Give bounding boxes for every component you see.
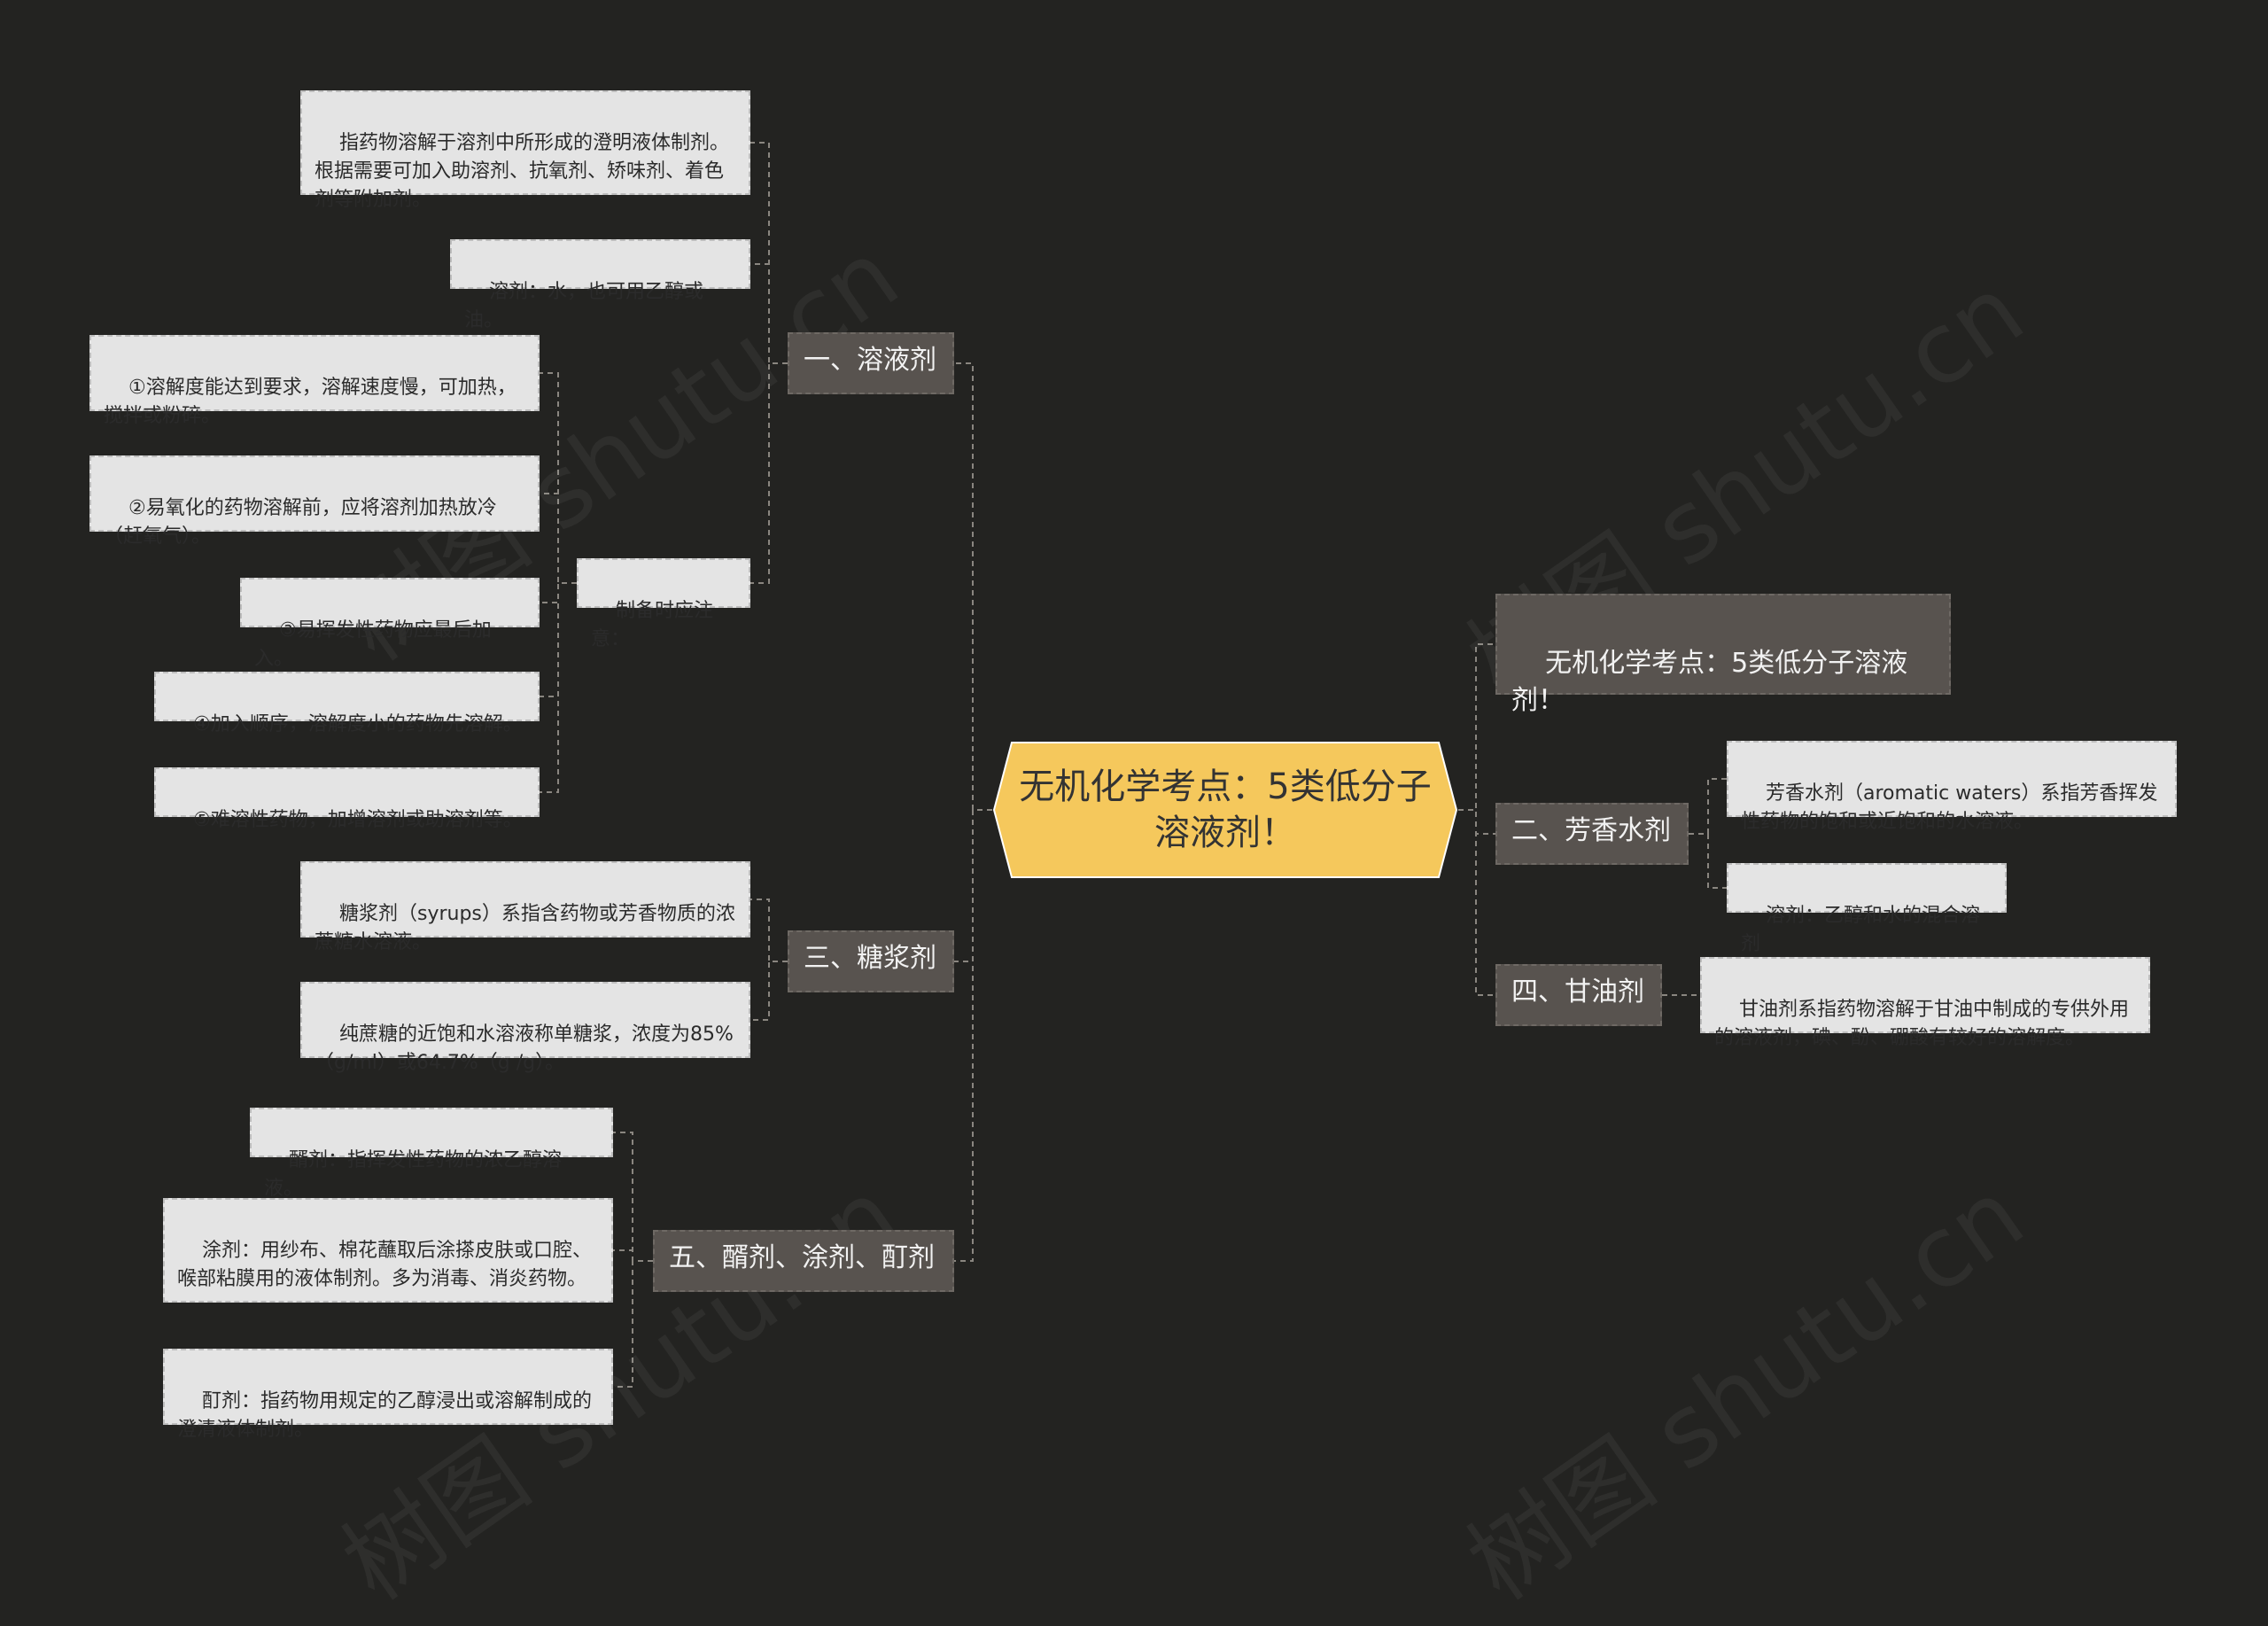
connector-branch-spirits-paints-tinctures [954,809,992,1262]
leaf-note-2[interactable]: ②易氧化的药物溶解前，应将溶剂加热放冷（赶氧气）。 [89,455,540,548]
central-topic-label: 无机化学考点：5类低分子溶液剂！ [1019,766,1432,853]
connector-leaf-paints [613,1249,653,1262]
branch-solution[interactable]: 一、溶液剂 [788,332,954,394]
branch-aromatic-water[interactable]: 二、芳香水剂 [1495,803,1689,865]
leaf-note-4[interactable]: ④加入顺序，溶解度小的药物先溶解。 [154,672,540,735]
connector-leaf-solution-definition [750,142,788,364]
connector-leaf-note-2 [540,493,577,584]
leaf-paints[interactable]: 涂剂：用纱布、棉花蘸取后涂搽皮肤或口腔、喉部粘膜用的液体制剂。多为消毒、消炎药物… [163,1198,613,1303]
connector-floating-topic [1458,643,1495,811]
leaf-aromatic-definition[interactable]: 芳香水剂（aromatic waters）系指芳香挥发性药物的饱和或近饱和的水溶… [1727,741,2177,833]
connector-leaf-aromatic-solvent [1689,833,1727,889]
connector-branch-glycerin [1458,809,1495,996]
leaf-spirits[interactable]: 醑剂：指挥发性药物的浓乙醇溶液。 [250,1108,613,1200]
branch-spirits-paints-tinctures[interactable]: 五、醑剂、涂剂、酊剂 [653,1230,954,1292]
branch-label: 五、醑剂、涂剂、酊剂 [669,1242,935,1273]
connector-leaf-aromatic-definition [1689,778,1727,835]
branch-glycerin[interactable]: 四、甘油剂 [1495,964,1662,1026]
leaf-tinctures[interactable]: 酊剂：指药物用规定的乙醇浸出或溶解制成的澄清液体制剂。 [163,1349,613,1441]
connector-leaf-note-4 [540,582,577,697]
branch-label: 四、甘油剂 [1511,976,1644,1007]
branch-label: 三、糖浆剂 [804,943,936,974]
connector-leaf-tinctures [613,1260,653,1388]
branch-label: 二、芳香水剂 [1511,815,1671,846]
branch-syrup[interactable]: 三、糖浆剂 [788,930,954,992]
mind-map-canvas: 树图 shutu.cn 树图 shutu.cn 树图 shutu.cn 树图 s… [89,90,2177,1622]
connector-branch-solution [954,362,992,811]
floating-topic[interactable]: 无机化学考点：5类低分子溶液剂！ [1495,594,1951,716]
leaf-syrup-definition[interactable]: 糖浆剂（syrups）系指含药物或芳香物质的浓蔗糖水溶液。 [300,861,750,953]
leaf-note-1[interactable]: ①溶解度能达到要求，溶解速度慢，可加热，搅拌或粉碎。 [89,335,540,427]
connector-leaf-note-5 [540,582,577,793]
leaf-glycerin-definition[interactable]: 甘油剂系指药物溶解于甘油中制成的专供外用的溶液剂，碘、酚、硼酸有较好的溶解度。 [1700,957,2150,1049]
connector-leaf-syrup-definition [750,899,788,962]
leaf-preparation-notes[interactable]: 制备时应注意： [577,558,750,650]
connector-leaf-spirits [613,1132,653,1262]
connector-leaf-note-1 [540,372,577,584]
connector-lines [540,142,1727,1388]
connector-leaf-preparation-notes [750,362,788,584]
leaf-note-3[interactable]: ③易挥发性药物应最后加入。 [240,578,540,670]
leaf-note-5[interactable]: ⑤难溶性药物，加增溶剂或助溶剂等。 [154,767,540,831]
leaf-aromatic-solvent[interactable]: 溶剂：乙醇和水的混合溶剂 [1727,863,2007,955]
leaf-solution-definition[interactable]: 指药物溶解于溶剂中所形成的澄明液体制剂。根据需要可加入助溶剂、抗氧剂、矫味剂、着… [300,90,750,211]
connector-leaf-simple-syrup [750,961,788,1021]
connector-leaf-solution-solvent [750,263,788,364]
branch-label: 一、溶液剂 [804,345,936,376]
central-topic[interactable]: 无机化学考点：5类低分子溶液剂！ [992,741,1458,879]
leaf-solution-solvent[interactable]: 溶剂：水，也可用乙醇或油。 [450,239,750,331]
central-topic-shape [992,742,1458,878]
leaf-simple-syrup[interactable]: 纯蔗糖的近饱和水溶液称单糖浆，浓度为85%（g/ml）或64.7%（g /g）。 [300,982,750,1074]
